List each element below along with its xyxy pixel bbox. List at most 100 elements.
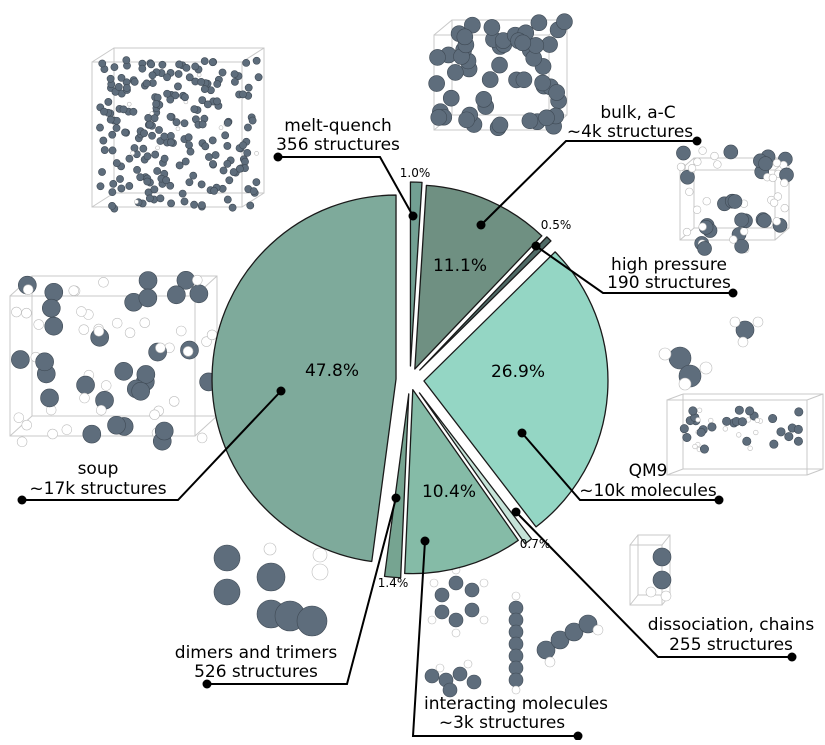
atom: [702, 197, 711, 206]
hydrogen-atom: [660, 590, 672, 602]
hydrogen-atom: [479, 578, 489, 588]
carbon-atom: [180, 197, 189, 206]
carbon-atom: [96, 182, 105, 191]
atom: [138, 288, 158, 308]
atom: [685, 187, 694, 197]
atom: [758, 156, 773, 171]
carbon-atom: [150, 185, 159, 194]
carbon-atom: [221, 131, 230, 140]
carbon-atom: [213, 578, 241, 606]
count-bulk: ~4k structures: [567, 122, 693, 142]
carbon-atom: [514, 34, 532, 52]
pct-label-melt: 1.0%: [400, 166, 431, 180]
carbon-atom: [223, 159, 232, 168]
carbon-atom: [185, 178, 194, 187]
pie-slice-melt: [409, 181, 423, 367]
carbon-atom: [223, 118, 232, 127]
carbon-atom: [205, 153, 213, 161]
leader-dot-bulk-start: [476, 220, 486, 230]
atom: [82, 424, 102, 444]
carbon-atom: [175, 60, 184, 69]
carbon-atom: [430, 109, 448, 126]
hydrogen-atom: [737, 336, 749, 348]
atom: [124, 327, 136, 339]
carbon-atom: [108, 188, 117, 197]
hydrogen-atom: [311, 563, 329, 581]
leader-dot-hp-start: [531, 241, 541, 251]
carbon-atom: [198, 201, 206, 210]
atom: [727, 194, 743, 209]
pct-label-dissoc: 0.7%: [520, 537, 551, 551]
atom: [696, 407, 703, 413]
carbon-atom: [172, 118, 181, 127]
carbon-atom: [98, 168, 106, 176]
atom: [739, 227, 749, 236]
carbon-atom: [126, 101, 132, 107]
atom: [679, 424, 689, 434]
atom: [76, 306, 87, 317]
pie-slice-soup: [211, 194, 397, 563]
atom: [11, 306, 22, 318]
carbon-atom: [112, 124, 121, 132]
leader-dot-qm9-end: [714, 495, 724, 505]
atom: [698, 146, 707, 155]
leader-dot-soup-end: [17, 495, 27, 505]
carbon-atom: [99, 136, 108, 145]
leader-dot-dimers-start: [391, 493, 401, 503]
atom: [168, 396, 180, 407]
leader-dot-qm9-start: [517, 428, 527, 438]
atom: [44, 316, 64, 336]
pct-label-soup: 47.8%: [305, 361, 359, 381]
carbon-atom: [100, 146, 109, 154]
carbon-atom: [235, 164, 244, 173]
carbon-atom: [550, 630, 570, 650]
atom: [40, 388, 59, 408]
pie-slice-inter: [404, 388, 519, 575]
carbon-atom: [456, 28, 474, 46]
carbon-atom: [175, 161, 184, 170]
atom: [136, 365, 156, 384]
atom: [793, 436, 803, 446]
carbon-atom: [145, 120, 154, 129]
atom: [206, 329, 218, 341]
carbon-atom: [130, 144, 139, 152]
carbon-atom: [434, 604, 450, 620]
carbon-atom: [223, 195, 232, 204]
pct-label-dimers: 1.4%: [378, 576, 409, 590]
leader-dot-bulk-end: [692, 136, 702, 146]
carbon-atom: [116, 175, 124, 183]
carbon-atom: [228, 203, 237, 212]
atom: [737, 417, 747, 427]
carbon-atom: [153, 167, 162, 175]
leader-dot-melt-end: [273, 152, 283, 162]
carbon-atom: [256, 562, 286, 592]
carbon-atom: [98, 59, 107, 68]
atom: [44, 282, 64, 302]
atom: [687, 164, 697, 173]
carbon-atom: [448, 575, 464, 591]
carbon-atom: [143, 152, 152, 161]
carbon-atom: [548, 84, 565, 101]
atom: [793, 424, 803, 434]
atom: [192, 274, 203, 286]
leader-line-soup: [22, 390, 282, 501]
carbon-atom: [117, 184, 126, 193]
leader-line-melt: [278, 156, 414, 217]
carbon-atom: [213, 97, 221, 106]
carbon-atom: [578, 614, 598, 634]
carbon-atom: [109, 179, 118, 188]
carbon-atom: [442, 682, 458, 698]
count-melt-quench: 356 structures: [276, 135, 400, 155]
carbon-atom: [252, 56, 261, 65]
pct-label-hp: 0.5%: [541, 218, 572, 232]
count-soup: ~17k structures: [29, 479, 166, 499]
carbon-atom: [249, 187, 258, 196]
atom: [95, 404, 107, 416]
carbon-atom: [175, 126, 181, 132]
carbon-atom: [296, 605, 328, 637]
atom: [745, 406, 755, 416]
label-bulk: bulk, a-C: [600, 103, 675, 123]
carbon-atom: [464, 16, 481, 34]
carbon-atom: [143, 177, 152, 186]
